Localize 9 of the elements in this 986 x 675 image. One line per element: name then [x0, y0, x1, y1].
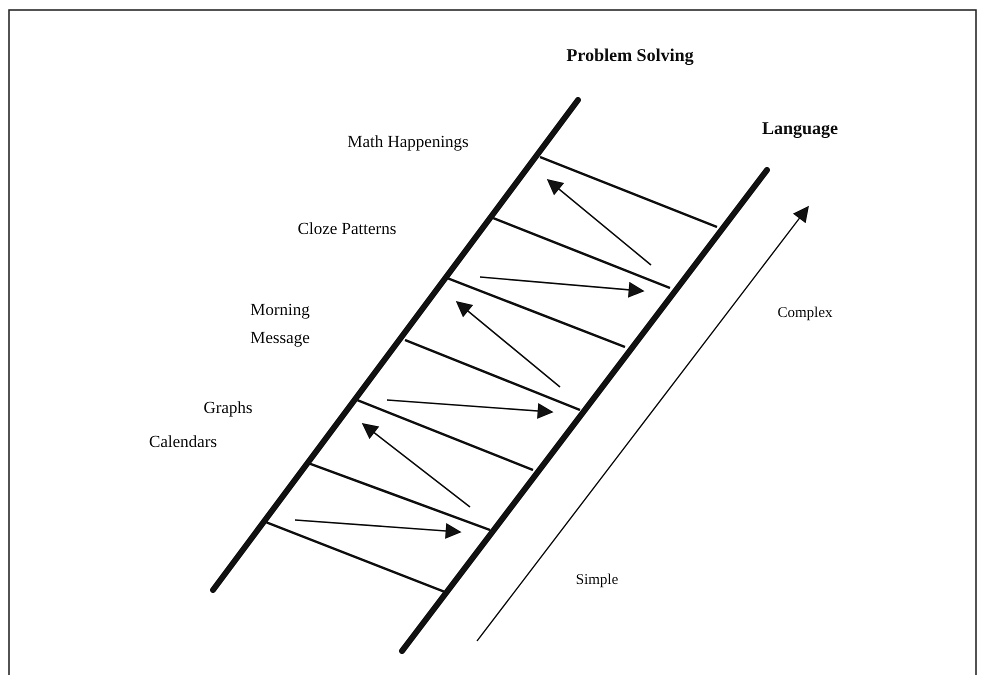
label-text: Complex [776, 304, 834, 323]
label-text: Calendars [148, 431, 218, 453]
label-text: Graphs [202, 397, 254, 419]
label-text: Language [760, 117, 840, 140]
label-text: Simple [574, 571, 620, 590]
label-text: Problem Solving [565, 44, 695, 67]
label-text: Morning Message [249, 299, 311, 349]
label-text: Math Happenings [346, 131, 470, 153]
label-text: Cloze Patterns [296, 218, 398, 240]
